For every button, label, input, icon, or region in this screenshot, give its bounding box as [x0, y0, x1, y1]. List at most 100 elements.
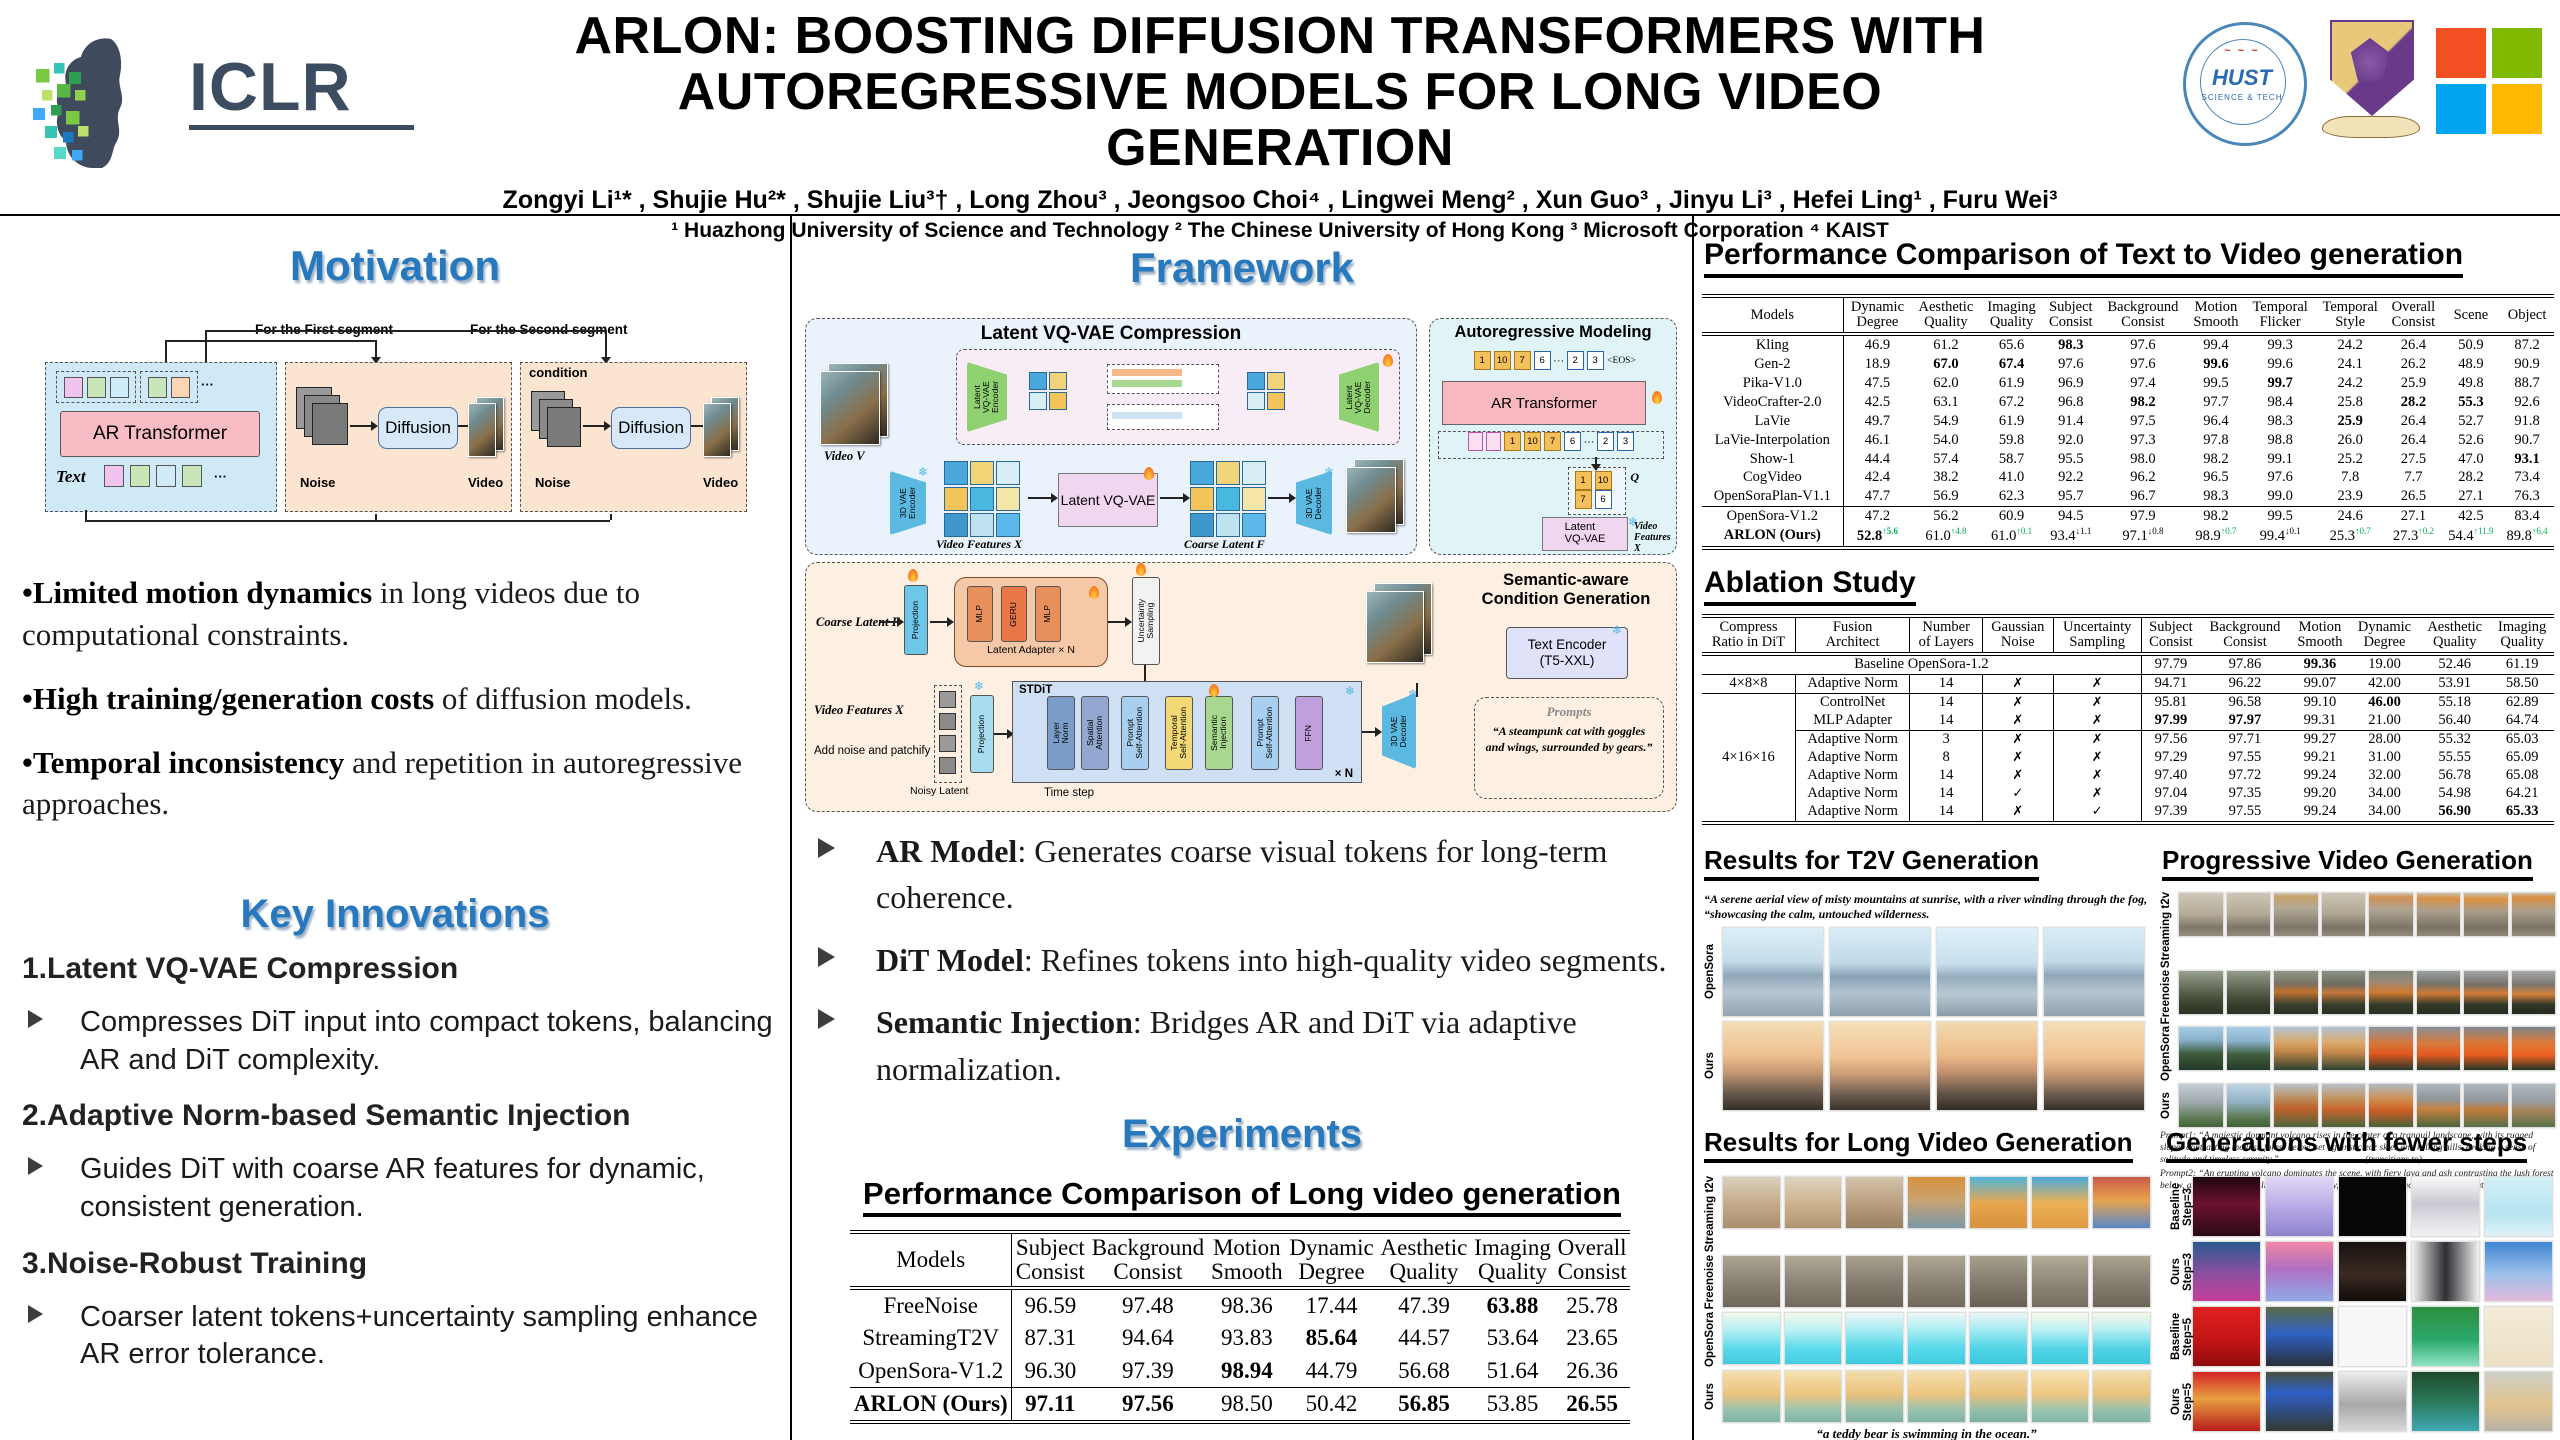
- q-label: Q: [1630, 470, 1639, 484]
- latent-cube: [1049, 392, 1067, 410]
- gallery-row-label: OpenSora: [2160, 1026, 2172, 1082]
- table-cell: 98.94: [1220, 1357, 1273, 1383]
- latent-cube: [1190, 487, 1214, 511]
- video-frame-thumb: [2273, 1083, 2319, 1129]
- latent-adapter-box: MLP GERU MLP Latent Adapter × N: [954, 577, 1108, 667]
- t2vres-section: “A serene aerial view of misty mountains…: [1704, 892, 2152, 1115]
- table-cell: 56.78: [2438, 767, 2472, 784]
- table-cell: 27.1: [2458, 488, 2484, 505]
- column-divider-right: [1692, 216, 1694, 1440]
- column-header: Motion Smooth: [2186, 296, 2246, 337]
- video-features-label: Video Features X: [814, 703, 904, 717]
- table-cell: 97.04: [2154, 785, 2188, 802]
- video-frame-thumb: [2273, 970, 2319, 1016]
- token-chip: 7: [1574, 490, 1592, 509]
- video-frame-thumb: [1722, 1312, 1781, 1366]
- column-header: Uncertainty Sampling: [2053, 616, 2142, 657]
- stdit-box: STDiT ❄ Layer Norm Spatial Attention Pro…: [1012, 681, 1362, 783]
- column-header: Models: [850, 1232, 1013, 1291]
- table-cell: 49.7: [1864, 412, 1891, 429]
- table-cell: ControlNet: [1795, 693, 1911, 713]
- table-cell: 14: [1909, 803, 1984, 824]
- table-cell: 96.58: [2199, 693, 2290, 713]
- table-cell: Baseline OpenSora-1.2: [1702, 654, 2142, 675]
- iclr-underline: [189, 125, 414, 130]
- column-header: Fusion Architect: [1795, 616, 1911, 657]
- table-cell: 32.00: [2368, 767, 2401, 784]
- gallery-row: Baseline Step=5: [2170, 1306, 2560, 1367]
- coarse-latent-label: Coarse Latent F: [1184, 537, 1265, 551]
- gallery-row: Ours: [2160, 1083, 2558, 1129]
- key-innovations-heading: Key Innovations: [240, 892, 550, 936]
- motivation-heading: Motivation: [290, 242, 500, 289]
- table-cell: 96.4: [2203, 412, 2229, 429]
- latent-cube: [1029, 392, 1047, 410]
- table-cell: 97.99: [2154, 712, 2188, 729]
- table-cell: ✗: [1982, 730, 2054, 750]
- ablation-title-wrap: Ablation Study: [1704, 566, 1916, 606]
- gallery-row-label: Freenoise: [1704, 1255, 1716, 1310]
- latent-cube: [1247, 392, 1265, 410]
- table-cell: 14: [1909, 712, 1984, 731]
- noise-label: Noise: [535, 475, 571, 490]
- table-cell: 96.59: [1024, 1293, 1077, 1319]
- table-cell: CogVideo: [1702, 468, 1844, 488]
- table-cell: 60.9: [1980, 506, 2043, 526]
- video-frame-thumb: [1829, 1021, 1931, 1111]
- table-cell: 63.1: [1933, 393, 1959, 410]
- table-cell: 42.00: [2349, 674, 2420, 694]
- table-cell: 26.0: [2337, 431, 2363, 448]
- token-chip: 6: [1594, 490, 1612, 509]
- table-cell: 14: [1909, 674, 1984, 694]
- table-cell: 44.57: [1398, 1325, 1450, 1351]
- table-cell: 46.00: [2349, 693, 2420, 713]
- table-cell: LaVie-Interpolation: [1702, 430, 1844, 450]
- table-cell: 97.11: [1011, 1386, 1089, 1423]
- column-header: Subject Consist: [2141, 616, 2200, 657]
- temporal-self-attention-box: Temporal Self-Attention: [1165, 696, 1193, 770]
- table-cell: 52.6: [2458, 431, 2484, 448]
- table-cell: 23.65: [1566, 1325, 1618, 1351]
- table-cell: 99.6: [2267, 356, 2293, 373]
- table-cell: 83.4: [2500, 506, 2554, 526]
- table-cell: 14: [1909, 767, 1984, 786]
- prompt-text: “A steampunk cat with goggles and wings,…: [1485, 724, 1653, 754]
- table-cell: 99.5: [2245, 506, 2316, 526]
- table-cell: 28.2: [2400, 393, 2427, 410]
- table-cell: Adaptive Norm: [1795, 767, 1911, 786]
- table-cell: 97.7: [2203, 393, 2229, 410]
- semantic-condition-panel: Semantic-aware Condition Generation Coar…: [805, 562, 1677, 812]
- column-header: Overall Consist: [2385, 296, 2442, 337]
- table-cell: 93.4↓1.1: [2050, 525, 2092, 544]
- table-cell: 57.4: [1933, 450, 1959, 467]
- table-cell: 26.4: [2400, 431, 2427, 448]
- video-frame-thumb: [2338, 1176, 2407, 1237]
- t2v-table-title: Performance Comparison of Text to Video …: [1704, 238, 2464, 278]
- video-frame-thumb: [2415, 1083, 2461, 1129]
- table-cell: ✓: [2053, 803, 2142, 824]
- video-frame-thumb: [1845, 1312, 1905, 1366]
- video-frame-thumb: [2415, 1026, 2461, 1072]
- video-frame-thumb: [1845, 1255, 1905, 1309]
- column-header: Background Consist: [1088, 1232, 1208, 1291]
- table-cell: OpenSora-V1.2: [850, 1354, 1013, 1388]
- fewer-title: Generations with fewer steps: [2166, 1127, 2528, 1163]
- table-cell: 59.8: [1998, 431, 2025, 448]
- innovation-title: 1.Latent VQ-VAE Compression: [22, 952, 459, 985]
- video-frame-thumb: [2178, 1026, 2224, 1072]
- table-cell: 99.07: [2289, 674, 2350, 694]
- vqvae-compression-panel: Latent VQ-VAE Compression Video V Latent…: [805, 318, 1417, 555]
- token-chip: 10: [1594, 471, 1612, 490]
- mlp-box: MLP: [967, 586, 993, 642]
- innovation-detail: Coarser latent tokens+uncertainty sampli…: [22, 1299, 774, 1374]
